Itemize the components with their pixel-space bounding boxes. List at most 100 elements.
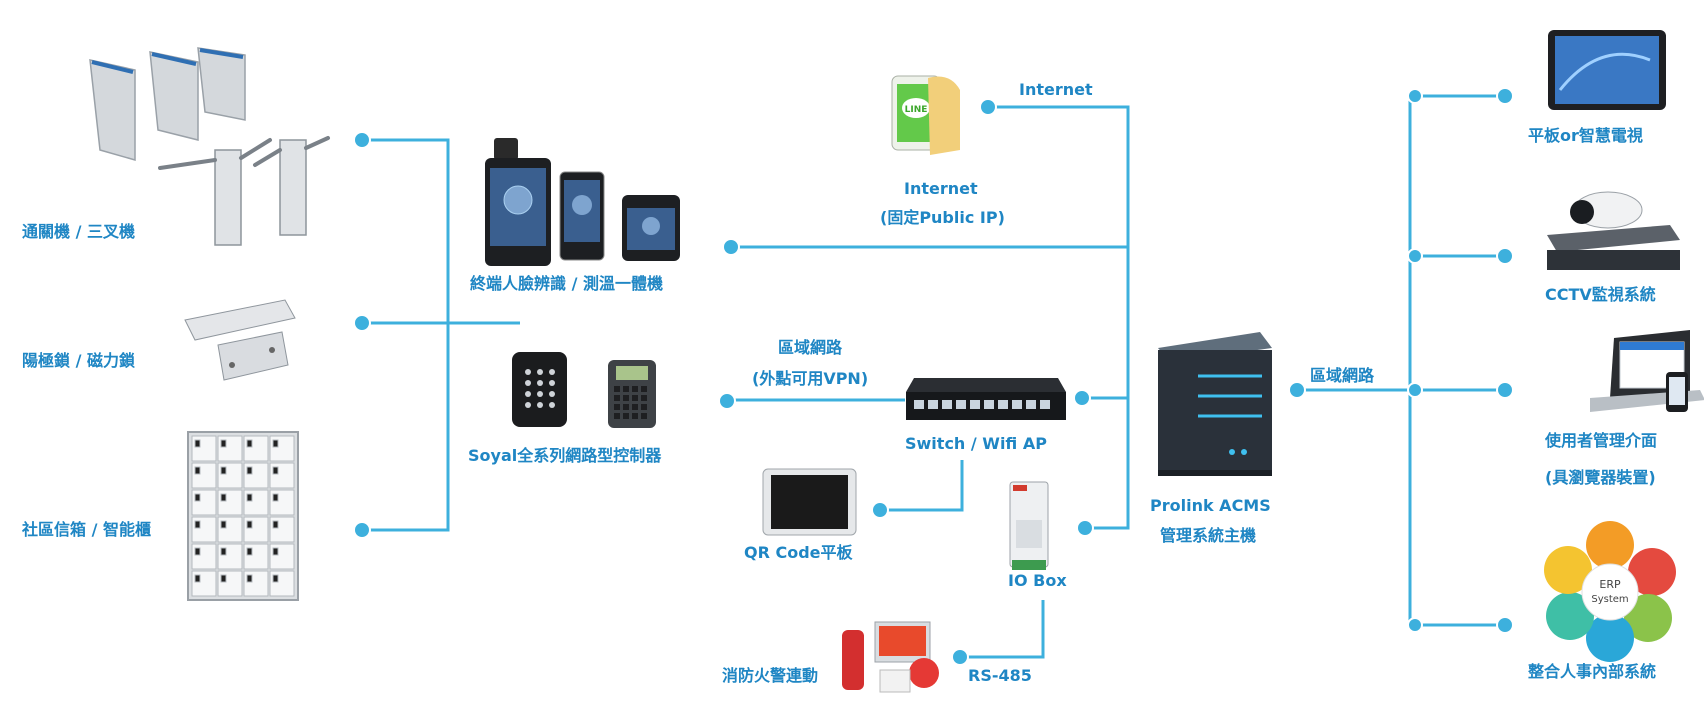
dot-server xyxy=(1288,381,1306,399)
server-icon xyxy=(1158,332,1272,476)
keypad-key xyxy=(614,413,620,419)
locker-handle xyxy=(272,547,279,556)
locker-handle xyxy=(220,493,227,502)
line-logo-text: LINE xyxy=(905,105,928,115)
fire-alarm-icon xyxy=(842,621,939,693)
switch-port xyxy=(1026,400,1036,409)
locker-handle xyxy=(272,493,279,502)
switch-port xyxy=(956,400,966,409)
io-box-icon xyxy=(1009,481,1049,570)
keypad-key xyxy=(549,369,555,375)
keypad-key xyxy=(537,391,543,397)
keypad-key xyxy=(641,413,647,419)
dot-bus-1 xyxy=(1407,88,1423,104)
label-server-lan: 區域網路 xyxy=(1310,366,1375,385)
locker-handle xyxy=(246,547,253,556)
locker-handle xyxy=(194,547,201,556)
keypad-key xyxy=(525,380,531,386)
right-bus-line xyxy=(1408,94,1500,627)
locker-handle xyxy=(194,520,201,529)
locker-handle xyxy=(246,574,253,583)
label-server-1: Prolink ACMS xyxy=(1150,496,1271,515)
locker-handle xyxy=(272,520,279,529)
keypad-key xyxy=(549,391,555,397)
keypad-key xyxy=(549,380,555,386)
keypad-key xyxy=(525,369,531,375)
label-mailbox: 社區信箱 / 智能櫃 xyxy=(22,520,151,539)
switch-port xyxy=(970,400,980,409)
switch-port xyxy=(914,400,924,409)
dot-iobox xyxy=(1076,519,1094,537)
label-internet-phone: Internet xyxy=(1019,80,1093,99)
keypad-key xyxy=(525,391,531,397)
keypad-key xyxy=(614,386,620,392)
label-server-2: 管理系統主機 xyxy=(1160,526,1257,545)
label-internet-fixed-1: Internet xyxy=(904,179,978,198)
erp-seg-4 xyxy=(1586,614,1634,662)
left-bus-line xyxy=(362,138,520,532)
dot-face xyxy=(722,238,740,256)
label-fire: 消防火警連動 xyxy=(722,666,819,685)
keypad-key xyxy=(632,413,638,419)
erp-seg-6 xyxy=(1544,546,1592,594)
dot-switch xyxy=(1073,389,1091,407)
dot-tablet xyxy=(871,501,889,519)
switch-port xyxy=(1040,400,1050,409)
switch-port xyxy=(1012,400,1022,409)
keypad-key xyxy=(537,369,543,375)
keypad-key xyxy=(614,395,620,401)
locker-handle xyxy=(194,493,201,502)
switch-port xyxy=(928,400,938,409)
keypad-key xyxy=(632,404,638,410)
locker-handle xyxy=(246,466,253,475)
server-bus-line xyxy=(1082,247,1130,530)
dot-tv xyxy=(1496,87,1514,105)
label-lan-1: 區域網路 xyxy=(778,338,843,357)
keypad-key xyxy=(641,386,647,392)
locker-handle xyxy=(246,493,253,502)
keypad-key xyxy=(549,402,555,408)
label-qr-tablet: QR Code平板 xyxy=(744,543,853,562)
keypad-key xyxy=(623,386,629,392)
locker-handle xyxy=(194,439,201,448)
keypad-key xyxy=(537,402,543,408)
smart-tv-icon xyxy=(1548,30,1666,110)
connection-lines xyxy=(362,94,1500,659)
switch-port xyxy=(942,400,952,409)
locker-handle xyxy=(246,520,253,529)
dot-phone xyxy=(979,98,997,116)
locker-handle xyxy=(220,574,227,583)
locker-handle xyxy=(220,547,227,556)
keypad-key xyxy=(632,395,638,401)
locker-handle xyxy=(272,466,279,475)
locker-handle xyxy=(220,439,227,448)
label-internet-fixed-2: (固定Public IP) xyxy=(880,208,1005,227)
erp-center-line2: System xyxy=(1591,594,1628,605)
locker-handle xyxy=(272,574,279,583)
cctv-camera-icon xyxy=(1547,191,1680,270)
erp-cycle-icon: ERP System xyxy=(1544,521,1676,662)
locker-door xyxy=(217,435,243,462)
erp-center-line1: ERP xyxy=(1599,578,1621,591)
label-user-ui-2: (具瀏覽器裝置) xyxy=(1545,468,1656,487)
dot-erp xyxy=(1496,616,1514,634)
locker-handle xyxy=(220,520,227,529)
label-gate: 通關機 / 三叉機 xyxy=(22,222,135,241)
dot-fire xyxy=(951,648,969,666)
keypad-key xyxy=(537,380,543,386)
switch-port xyxy=(984,400,994,409)
dot-lock xyxy=(353,314,371,332)
dot-mailbox xyxy=(353,521,371,539)
keypad-key xyxy=(614,404,620,410)
keypad-key xyxy=(623,413,629,419)
label-hr: 整合人事內部系統 xyxy=(1528,662,1657,681)
locker-handle xyxy=(220,466,227,475)
label-face-terminal: 終端人臉辨識 / 測溫一體機 xyxy=(470,274,663,293)
label-soyal: Soyal全系列網路型控制器 xyxy=(468,446,662,465)
locker-door xyxy=(243,570,269,597)
dot-bus-2 xyxy=(1407,248,1423,264)
label-rs485: RS-485 xyxy=(968,666,1032,685)
label-lan-2: (外點可用VPN) xyxy=(752,369,869,388)
face-recognition-terminal-icon xyxy=(485,138,680,266)
